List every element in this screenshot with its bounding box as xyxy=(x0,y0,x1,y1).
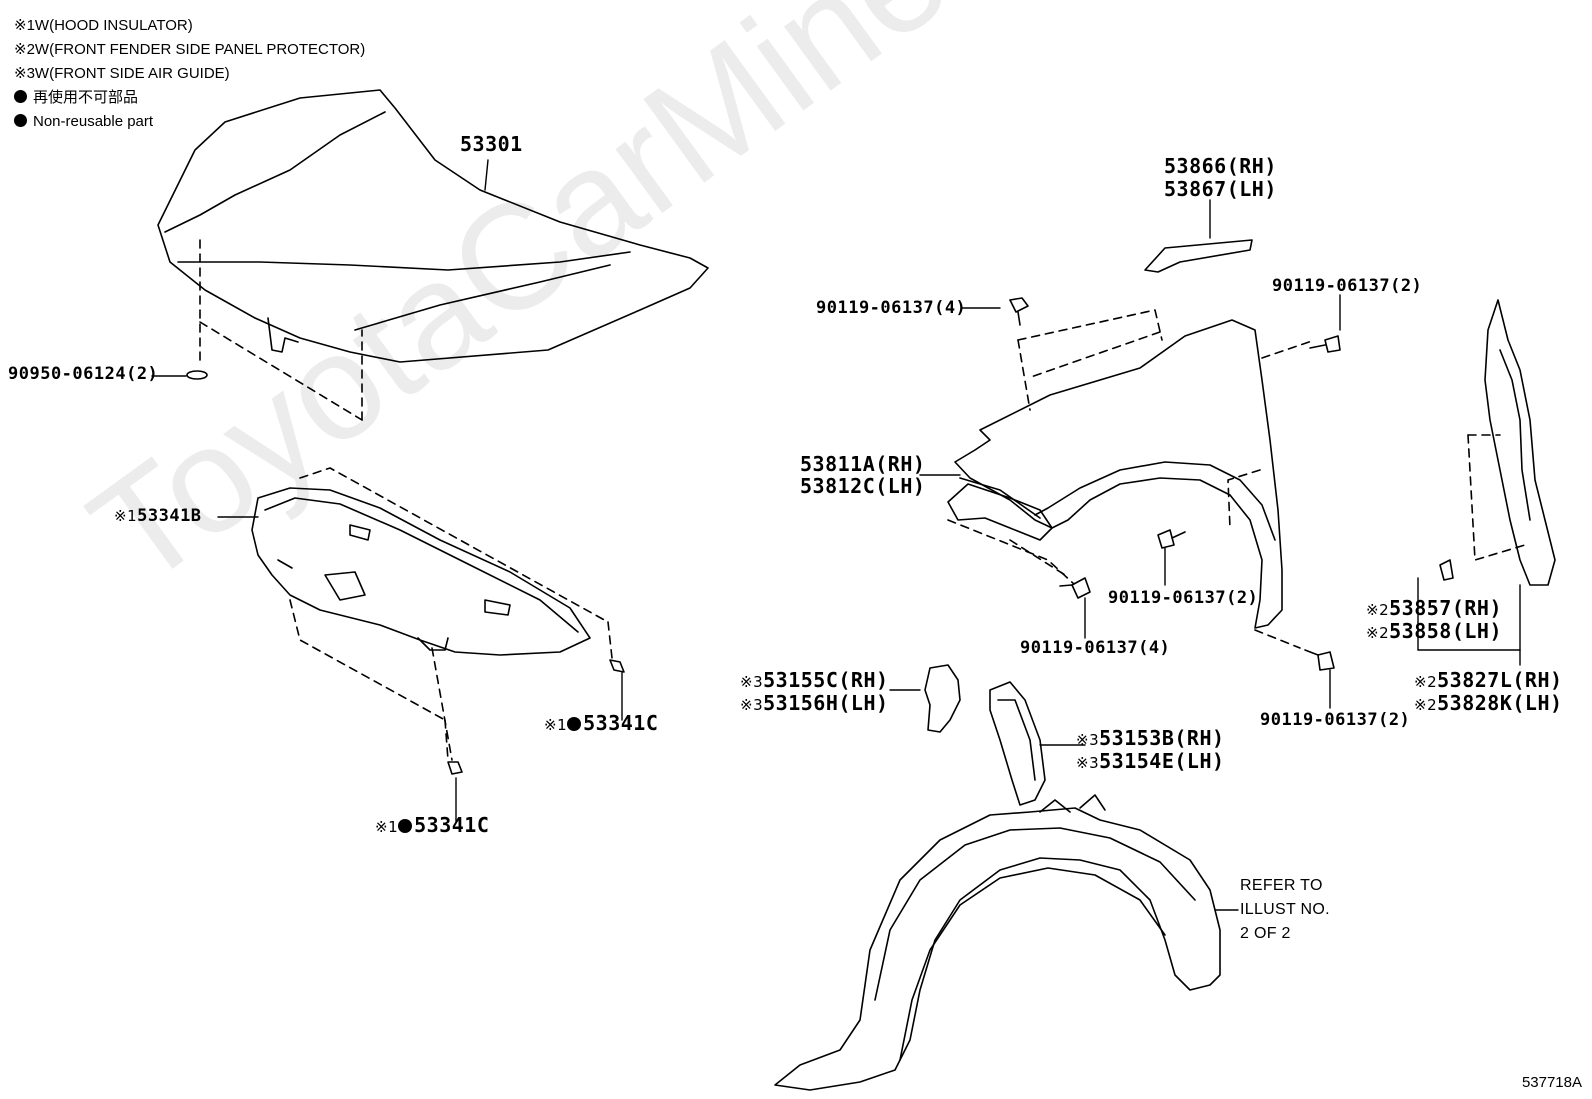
nonreusable-jp-text: 再使用不可部品 xyxy=(33,89,139,106)
retainer-a-mark: ※1 xyxy=(544,716,568,734)
fender-liner-illustration xyxy=(774,794,1221,1091)
protector-rh-number: 53857(RH) xyxy=(1389,596,1502,620)
legend: ※1W(HOOD INSULATOR) ※2W(FRONT FENDER SID… xyxy=(14,14,365,134)
refer-line-2: ILLUST NO. xyxy=(1240,901,1330,918)
nonreusable-dot-icon xyxy=(14,90,27,103)
guide-b-mark: ※3 xyxy=(1076,731,1100,749)
nonreusable-dot-icon xyxy=(398,819,413,833)
label-bolt-mid: 90119-06137(2) xyxy=(1108,588,1259,608)
label-bolt-bottom-right: 90119-06137(2) xyxy=(1260,710,1411,730)
label-guide-a-rh: ※353155C(RH) xyxy=(740,668,889,694)
label-protector-lh: ※253858(LH) xyxy=(1366,619,1502,645)
refer-line-1: REFER TO xyxy=(1240,877,1323,894)
note-mark: ※1 xyxy=(14,17,35,34)
retainer-b-mark: ※1 xyxy=(375,818,399,836)
panel-lh-number: 53828K(LH) xyxy=(1437,691,1563,715)
label-fender-lh: 53812C(LH) xyxy=(800,474,926,498)
label-retainer-a: ※1 53341C xyxy=(544,711,658,737)
label-bolt-top-left: 90119-06137(4) xyxy=(816,298,967,318)
label-panel-lh: ※253828K(LH) xyxy=(1414,691,1563,717)
label-fender-rh: 53811A(RH) xyxy=(800,452,926,476)
protector-mark: ※2 xyxy=(1366,624,1390,642)
nonreusable-dot-icon xyxy=(567,717,582,731)
guide-a-mark: ※3 xyxy=(740,696,764,714)
panel-rh-number: 53827L(RH) xyxy=(1437,668,1563,692)
legend-note-1: ※1W(HOOD INSULATOR) xyxy=(14,14,365,38)
guide-b-mark: ※3 xyxy=(1076,754,1100,772)
note-mark: ※3 xyxy=(14,65,35,82)
refer-note: REFER TO ILLUST NO. 2 OF 2 xyxy=(1240,874,1330,946)
label-protector-rh: ※253857(RH) xyxy=(1366,596,1502,622)
label-guide-a-lh: ※353156H(LH) xyxy=(740,691,889,717)
guide-a-mark: ※3 xyxy=(740,673,764,691)
note-text: W(HOOD INSULATOR) xyxy=(34,17,193,34)
label-guide-b-lh: ※353154E(LH) xyxy=(1076,749,1225,775)
legend-nonreusable-en: Non-reusable part xyxy=(14,110,365,134)
legend-note-2: ※2W(FRONT FENDER SIDE PANEL PROTECTOR) xyxy=(14,38,365,62)
guide-a-rh-number: 53155C(RH) xyxy=(763,668,889,692)
label-seal-lh: 53867(LH) xyxy=(1164,177,1277,201)
illustration-number: 537718A xyxy=(1521,1074,1582,1091)
refer-line-3: 2 OF 2 xyxy=(1240,925,1291,942)
label-insulator: ※153341B xyxy=(114,506,202,527)
label-hood: 53301 xyxy=(460,132,523,156)
protector-mark: ※2 xyxy=(1366,601,1390,619)
label-panel-rh: ※253827L(RH) xyxy=(1414,668,1563,694)
hood-illustration xyxy=(157,89,709,363)
retainer-b-number: 53341C xyxy=(414,813,490,837)
fender-illustration xyxy=(947,319,1283,629)
nonreusable-en-text: Non-reusable part xyxy=(33,113,154,130)
note-text: W(FRONT FENDER SIDE PANEL PROTECTOR) xyxy=(34,41,366,58)
legend-nonreusable-jp: 再使用不可部品 xyxy=(14,86,365,110)
guide-b-lh-number: 53154E(LH) xyxy=(1099,749,1225,773)
retainer-a-number: 53341C xyxy=(583,711,659,735)
protector-lh-number: 53858(LH) xyxy=(1389,619,1502,643)
panel-mark: ※2 xyxy=(1414,673,1438,691)
panel-mark: ※2 xyxy=(1414,696,1438,714)
bolt-icons xyxy=(1009,297,1341,671)
label-guide-b-rh: ※353153B(RH) xyxy=(1076,726,1225,752)
guide-b-rh-number: 53153B(RH) xyxy=(1099,726,1225,750)
label-bolt-top-right: 90119-06137(2) xyxy=(1272,276,1423,296)
label-hood-clip: 90950-06124(2) xyxy=(8,364,159,384)
legend-note-3: ※3W(FRONT SIDE AIR GUIDE) xyxy=(14,62,365,86)
insulator-number: 53341B xyxy=(137,506,202,526)
hood-insulator-illustration xyxy=(251,487,591,656)
nonreusable-dot-icon xyxy=(14,114,27,127)
note-mark: ※2 xyxy=(14,41,35,58)
guide-a-lh-number: 53156H(LH) xyxy=(763,691,889,715)
insulator-mark: ※1 xyxy=(114,507,138,525)
note-text: W(FRONT SIDE AIR GUIDE) xyxy=(34,65,230,82)
label-seal-rh: 53866(RH) xyxy=(1164,154,1277,178)
label-bolt-bottom-left: 90119-06137(4) xyxy=(1020,638,1171,658)
label-retainer-b: ※1 53341C xyxy=(375,813,489,839)
